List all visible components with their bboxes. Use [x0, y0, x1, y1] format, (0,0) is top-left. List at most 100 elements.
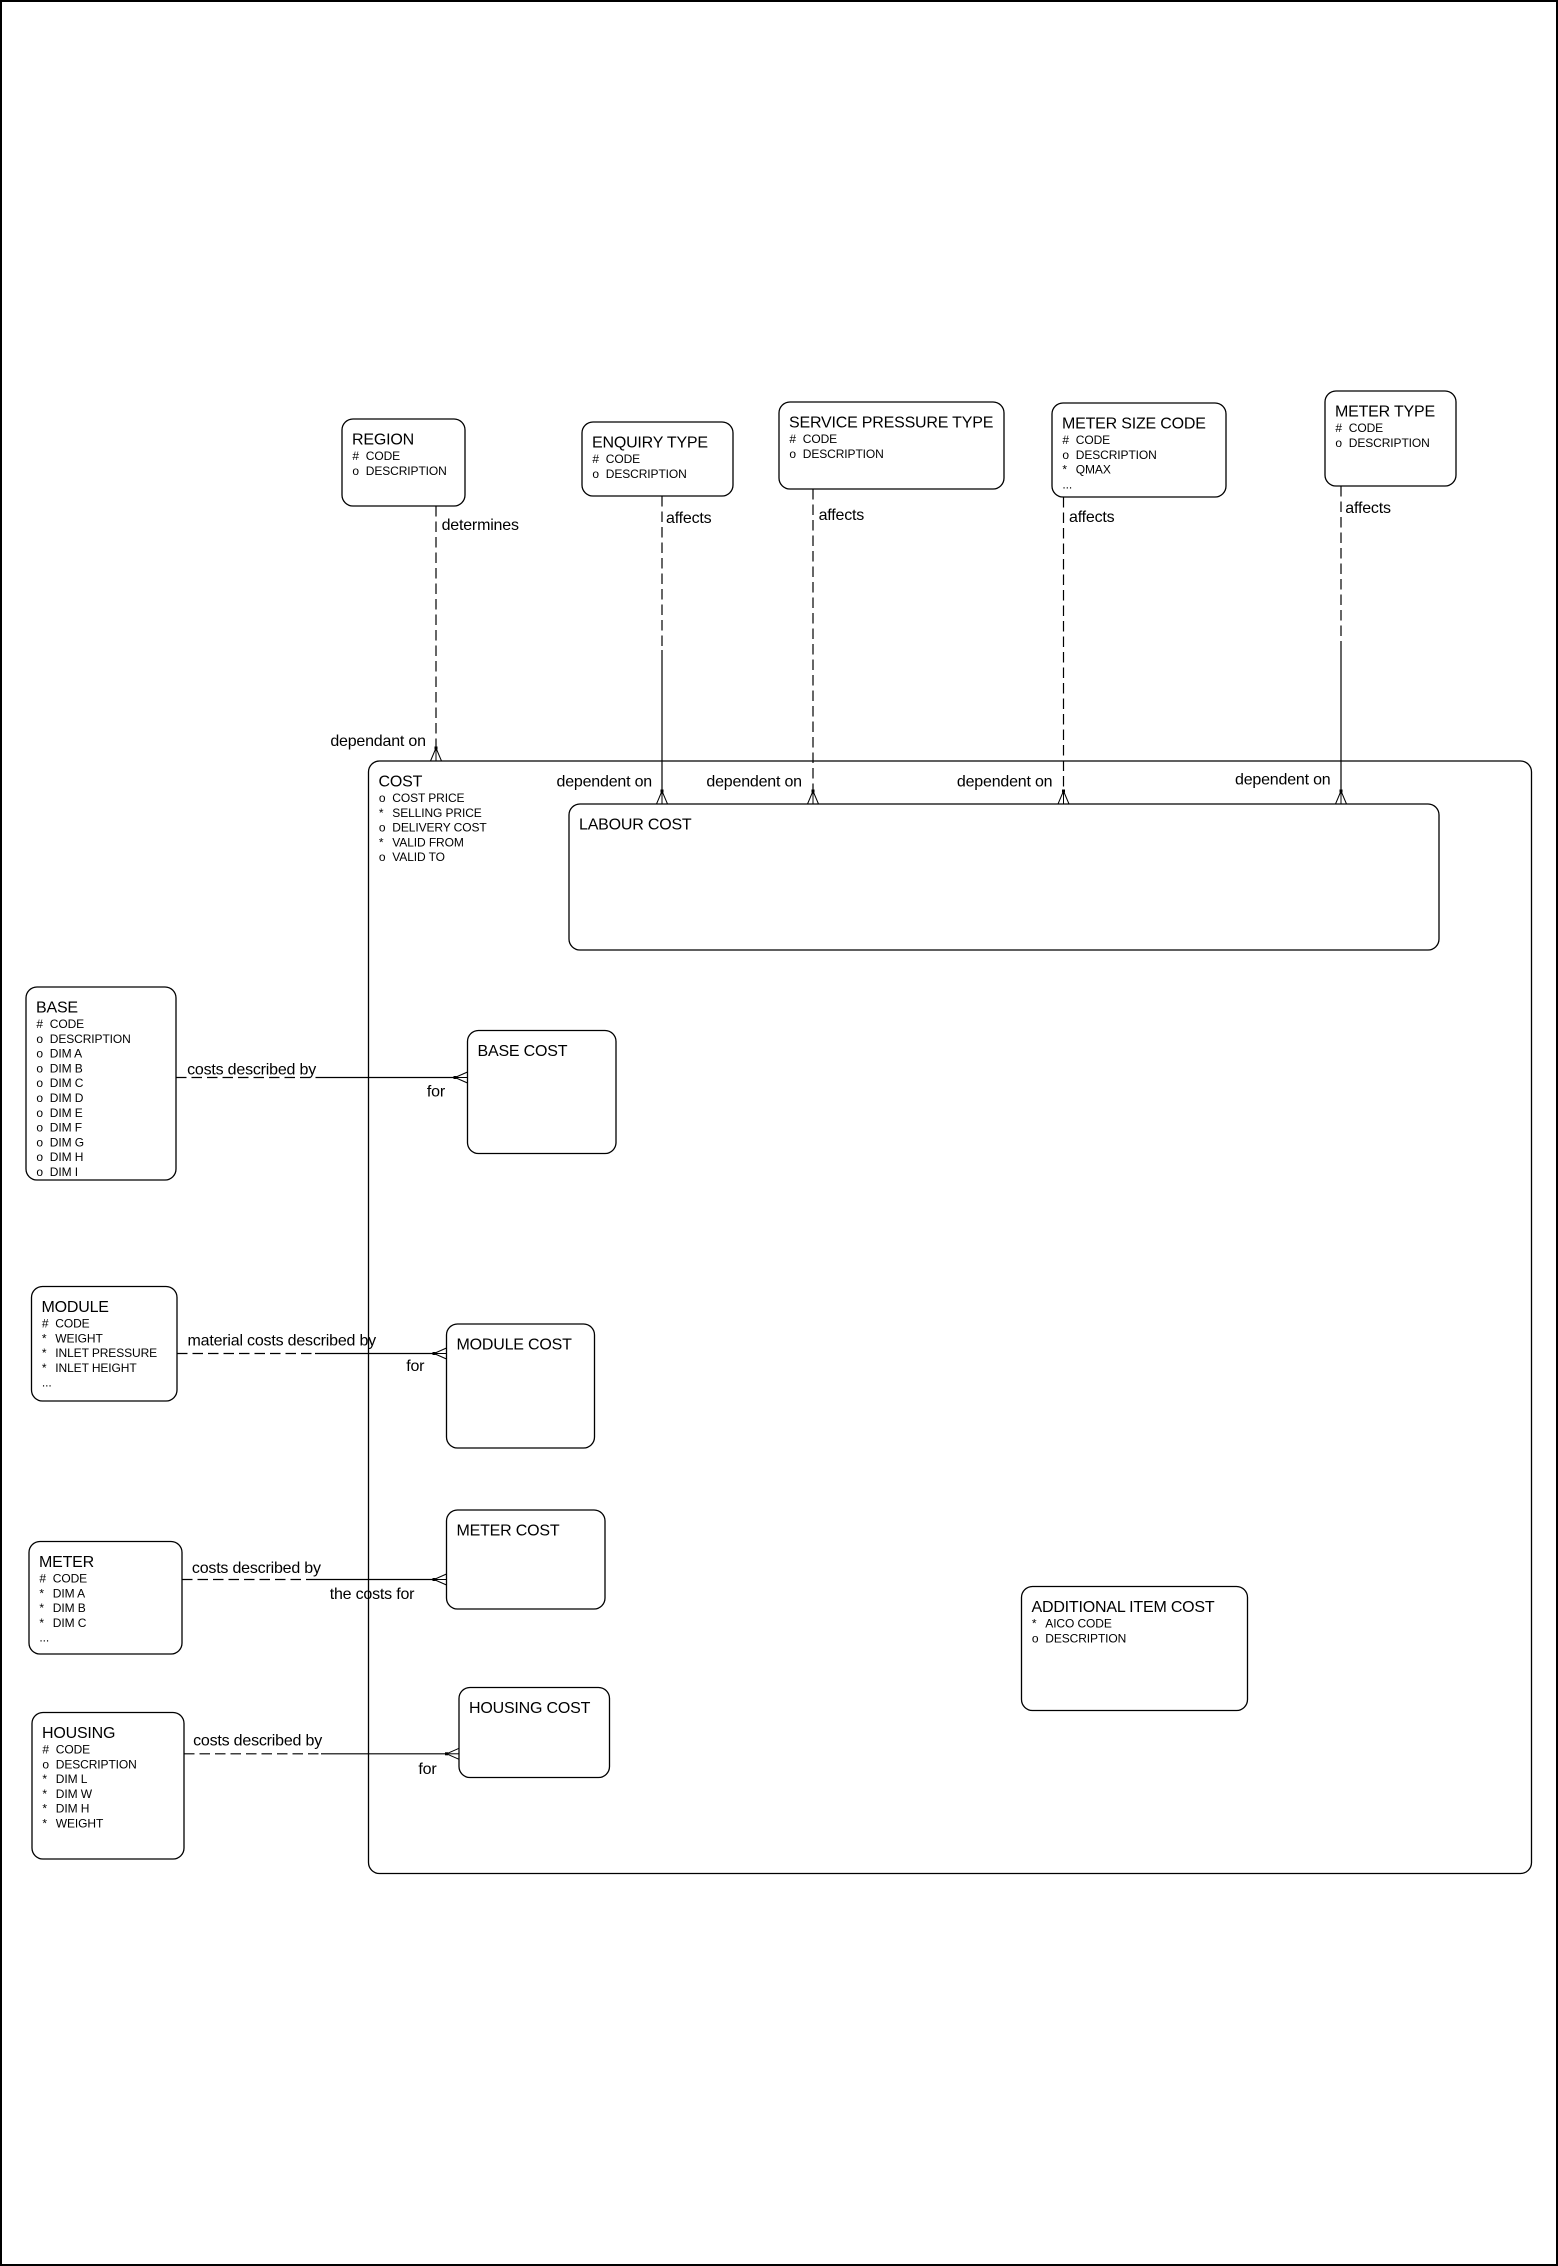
svg-text:*: * [379, 835, 384, 849]
svg-text:DIM A: DIM A [50, 1047, 82, 1061]
svg-text:for: for [406, 1358, 425, 1375]
svg-text:DESCRIPTION: DESCRIPTION [366, 464, 447, 478]
svg-text:VALID FROM: VALID FROM [392, 835, 464, 849]
svg-text:...: ... [1062, 477, 1072, 491]
svg-text:costs described by: costs described by [193, 1732, 322, 1749]
svg-text:*: * [1062, 463, 1067, 477]
svg-text:CODE: CODE [366, 449, 400, 463]
svg-text:costs described by: costs described by [187, 1062, 316, 1079]
svg-text:SELLING PRICE: SELLING PRICE [392, 806, 481, 820]
svg-text:METER COST: METER COST [457, 1523, 560, 1540]
svg-text:LABOUR COST: LABOUR COST [579, 817, 692, 834]
svg-text:DIM F: DIM F [50, 1121, 82, 1135]
svg-text:affects: affects [819, 507, 865, 524]
svg-text:#: # [42, 1743, 49, 1757]
svg-text:costs described by: costs described by [192, 1560, 321, 1577]
svg-text:BASE COST: BASE COST [478, 1043, 568, 1060]
svg-text:DIM I: DIM I [50, 1165, 78, 1179]
svg-text:o: o [36, 1047, 43, 1061]
svg-text:INLET PRESSURE: INLET PRESSURE [55, 1346, 157, 1360]
svg-text:DESCRIPTION: DESCRIPTION [56, 1757, 137, 1771]
svg-text:INLET HEIGHT: INLET HEIGHT [55, 1361, 137, 1375]
svg-text:#: # [789, 432, 796, 446]
svg-text:WEIGHT: WEIGHT [55, 1331, 103, 1345]
svg-text:determines: determines [442, 517, 519, 534]
svg-text:#: # [1335, 421, 1342, 435]
svg-text:DIM B: DIM B [53, 1601, 86, 1615]
svg-text:DIM H: DIM H [50, 1150, 84, 1164]
svg-text:o: o [42, 1757, 49, 1771]
svg-text:o: o [1062, 448, 1069, 462]
svg-text:o: o [36, 1150, 43, 1164]
svg-text:o: o [789, 447, 796, 461]
svg-text:o: o [36, 1135, 43, 1149]
svg-text:CODE: CODE [803, 432, 837, 446]
svg-text:CODE: CODE [53, 1572, 87, 1586]
svg-text:QMAX: QMAX [1076, 463, 1111, 477]
svg-text:material costs described by: material costs described by [188, 1333, 377, 1350]
svg-text:*: * [39, 1616, 44, 1630]
svg-text:...: ... [39, 1631, 49, 1645]
svg-text:*: * [39, 1586, 44, 1600]
svg-text:DELIVERY COST: DELIVERY COST [392, 821, 487, 835]
svg-text:o: o [36, 1032, 43, 1046]
svg-text:o: o [379, 791, 386, 805]
svg-text:o: o [36, 1076, 43, 1090]
svg-text:CODE: CODE [50, 1017, 84, 1031]
svg-text:o: o [36, 1121, 43, 1135]
svg-text:*: * [42, 1772, 47, 1786]
svg-text:o: o [352, 464, 359, 478]
svg-text:*: * [42, 1817, 47, 1831]
svg-text:DIM E: DIM E [50, 1106, 83, 1120]
svg-text:DESCRIPTION: DESCRIPTION [1076, 448, 1157, 462]
svg-text:o: o [36, 1106, 43, 1120]
svg-text:DIM B: DIM B [50, 1061, 83, 1075]
svg-text:ADDITIONAL ITEM COST: ADDITIONAL ITEM COST [1032, 1599, 1215, 1616]
svg-text:SERVICE PRESSURE TYPE: SERVICE PRESSURE TYPE [789, 415, 993, 432]
svg-text:for: for [427, 1084, 446, 1101]
svg-text:COST: COST [379, 774, 423, 791]
svg-text:COST PRICE: COST PRICE [392, 791, 464, 805]
svg-text:#: # [42, 1317, 49, 1331]
svg-text:o: o [379, 850, 386, 864]
svg-text:o: o [36, 1091, 43, 1105]
svg-text:*: * [39, 1601, 44, 1615]
svg-text:dependent on: dependent on [706, 774, 801, 791]
svg-text:#: # [36, 1017, 43, 1031]
svg-text:o: o [36, 1165, 43, 1179]
svg-text:dependant on: dependant on [330, 733, 425, 750]
svg-text:dependent on: dependent on [957, 774, 1052, 791]
svg-text:dependent on: dependent on [557, 774, 652, 791]
svg-text:*: * [1032, 1617, 1037, 1631]
svg-text:DESCRIPTION: DESCRIPTION [606, 467, 687, 481]
svg-text:#: # [592, 452, 599, 466]
svg-text:CODE: CODE [56, 1743, 90, 1757]
svg-text:DIM D: DIM D [50, 1091, 84, 1105]
svg-text:DESCRIPTION: DESCRIPTION [1349, 436, 1430, 450]
svg-text:REGION: REGION [352, 432, 414, 449]
svg-text:*: * [42, 1346, 47, 1360]
svg-text:DIM A: DIM A [53, 1586, 85, 1600]
svg-text:DIM C: DIM C [53, 1616, 87, 1630]
svg-text:ENQUIRY TYPE: ENQUIRY TYPE [592, 435, 708, 452]
svg-text:DIM C: DIM C [50, 1076, 84, 1090]
svg-text:DESCRIPTION: DESCRIPTION [803, 447, 884, 461]
svg-text:VALID TO: VALID TO [392, 850, 445, 864]
svg-text:METER TYPE: METER TYPE [1335, 404, 1435, 421]
svg-text:*: * [42, 1802, 47, 1816]
svg-text:DESCRIPTION: DESCRIPTION [1045, 1631, 1126, 1645]
svg-text:WEIGHT: WEIGHT [56, 1817, 104, 1831]
svg-text:*: * [42, 1331, 47, 1345]
svg-text:CODE: CODE [55, 1317, 89, 1331]
svg-text:DIM L: DIM L [56, 1772, 88, 1786]
svg-text:DIM W: DIM W [56, 1787, 93, 1801]
svg-text:o: o [379, 821, 386, 835]
svg-text:CODE: CODE [1349, 421, 1383, 435]
svg-text:CODE: CODE [606, 452, 640, 466]
svg-text:dependent on: dependent on [1235, 772, 1330, 789]
svg-text:*: * [379, 806, 384, 820]
svg-text:DESCRIPTION: DESCRIPTION [50, 1032, 131, 1046]
svg-text:affects: affects [1345, 500, 1391, 517]
svg-text:o: o [1032, 1631, 1039, 1645]
svg-text:the costs for: the costs for [330, 1586, 415, 1603]
